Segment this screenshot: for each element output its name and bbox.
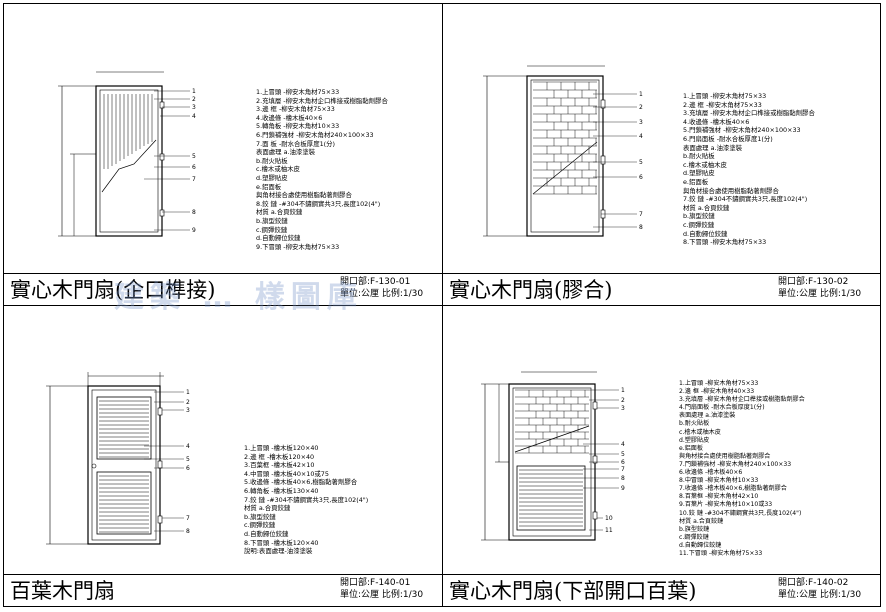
callout-2: 2 [186,399,190,406]
callout-2: 2 [621,397,625,404]
callout-3: 3 [192,104,196,111]
material-notes: 1.上冒頭 -柳安木角材75×33 2.邊 框 -柳安木角材40×33 3.充填… [679,380,805,557]
material-notes: 1.上冒頭 -檜木板120×40 2.邊 框 -檜木板120×40 3.百葉框 … [244,444,369,556]
callout-5: 5 [186,456,190,463]
callout-3: 3 [639,119,643,126]
drawing-sheet: 1 2 3 4 5 6 7 8 9 1.上冒頭 -柳安木角材75×33 2.充填… [3,3,881,607]
callout-6: 6 [639,174,643,181]
callout-1: 1 [639,91,643,98]
panel-title: 實心木門扇(下部開口百葉) [449,579,697,603]
material-notes: 1.上冒頭 -柳安木角材75×33 2.充填層 -柳安木角材企口榫接或樹脂黏劑膠… [256,88,388,251]
callout-9: 9 [621,485,625,492]
callout-8: 8 [186,528,190,535]
callout-8: 8 [639,224,643,231]
door-drawing: 1 2 3 4 5 6 7 8 9 1.上冒頭 -柳安木角材75×33 2.充填… [4,4,442,272]
callout-1: 1 [186,389,190,396]
callout-4: 4 [621,441,625,448]
door-elevation-svg: 1 2 3 4 5 6 7 8 9 [58,71,196,237]
callout-7: 7 [186,515,190,522]
callout-1: 1 [192,88,196,95]
door-drawing: 1 2 3 4 5 6 7 8 1.上冒頭 -檜木板120×40 2.邊 框 -… [4,306,442,574]
panel-title: 百葉木門扇 [10,579,115,603]
material-notes: 1.上冒頭 -柳安木角材75×33 2.邊 框 -柳安木角材75×33 3.充填… [683,92,815,247]
door-drawing: 1 2 3 4 5 6 7 8 9 10 11 1.上冒頭 -柳安木角材75×3… [443,306,880,574]
callout-5: 5 [639,159,643,166]
door-drawing: 1 2 3 4 5 6 7 8 1.上冒頭 -柳安木角材75×33 2.邊 框 … [443,4,880,272]
panel-title: 實心木門扇(企口榫接) [10,278,216,302]
panel-solid-door-lower-louver: 1 2 3 4 5 6 7 8 9 10 11 1.上冒頭 -柳安木角材75×3… [443,306,880,606]
callout-11: 11 [605,527,613,534]
callout-6: 6 [621,459,625,466]
callout-4: 4 [639,133,643,140]
callout-9: 9 [192,227,196,234]
drawing-code: 開口部:F-130-02 單位:公厘 比例:1/30 [778,277,862,299]
callout-2: 2 [192,96,196,103]
callout-5: 5 [621,451,625,458]
title-block: 百葉木門扇 開口部:F-140-01 單位:公厘 比例:1/30 [4,574,442,606]
callout-7: 7 [639,211,643,218]
callout-1: 1 [621,387,625,394]
callout-2: 2 [639,104,643,111]
title-block: 實心木門扇(企口榫接) 開口部:F-130-01 單位:公厘 比例:1/30 [4,273,442,305]
callout-8: 8 [621,475,625,482]
callout-3: 3 [621,405,625,412]
title-block: 實心木門扇(膠合) 開口部:F-130-02 單位:公厘 比例:1/30 [443,273,880,305]
panel-louver-door: 1 2 3 4 5 6 7 8 1.上冒頭 -檜木板120×40 2.邊 框 -… [4,306,443,606]
panel-solid-door-tongue-groove: 1 2 3 4 5 6 7 8 9 1.上冒頭 -柳安木角材75×33 2.充填… [4,4,443,306]
door-elevation-svg: 1 2 3 4 5 6 7 8 9 10 11 [481,371,625,541]
panel-title: 實心木門扇(膠合) [449,278,613,302]
callout-5: 5 [192,153,196,160]
drawing-code: 開口部:F-140-02 單位:公厘 比例:1/30 [778,578,862,600]
callout-6: 6 [186,465,190,472]
callout-6: 6 [192,164,196,171]
drawing-code: 開口部:F-130-01 單位:公厘 比例:1/30 [340,277,424,299]
title-block: 實心木門扇(下部開口百葉) 開口部:F-140-02 單位:公厘 比例:1/30 [443,574,880,606]
panel-solid-door-glued: 1 2 3 4 5 6 7 8 1.上冒頭 -柳安木角材75×33 2.邊 框 … [443,4,880,306]
callout-4: 4 [186,443,190,450]
door-elevation-svg: 1 2 3 4 5 6 7 8 [483,65,643,237]
callout-10: 10 [605,515,613,522]
door-elevation-svg: 1 2 3 4 5 6 7 8 [46,372,190,545]
callout-7: 7 [192,176,196,183]
drawing-code: 開口部:F-140-01 單位:公厘 比例:1/30 [340,578,424,600]
callout-4: 4 [192,113,196,120]
callout-7: 7 [621,466,625,473]
callout-8: 8 [192,209,196,216]
callout-3: 3 [186,407,190,414]
